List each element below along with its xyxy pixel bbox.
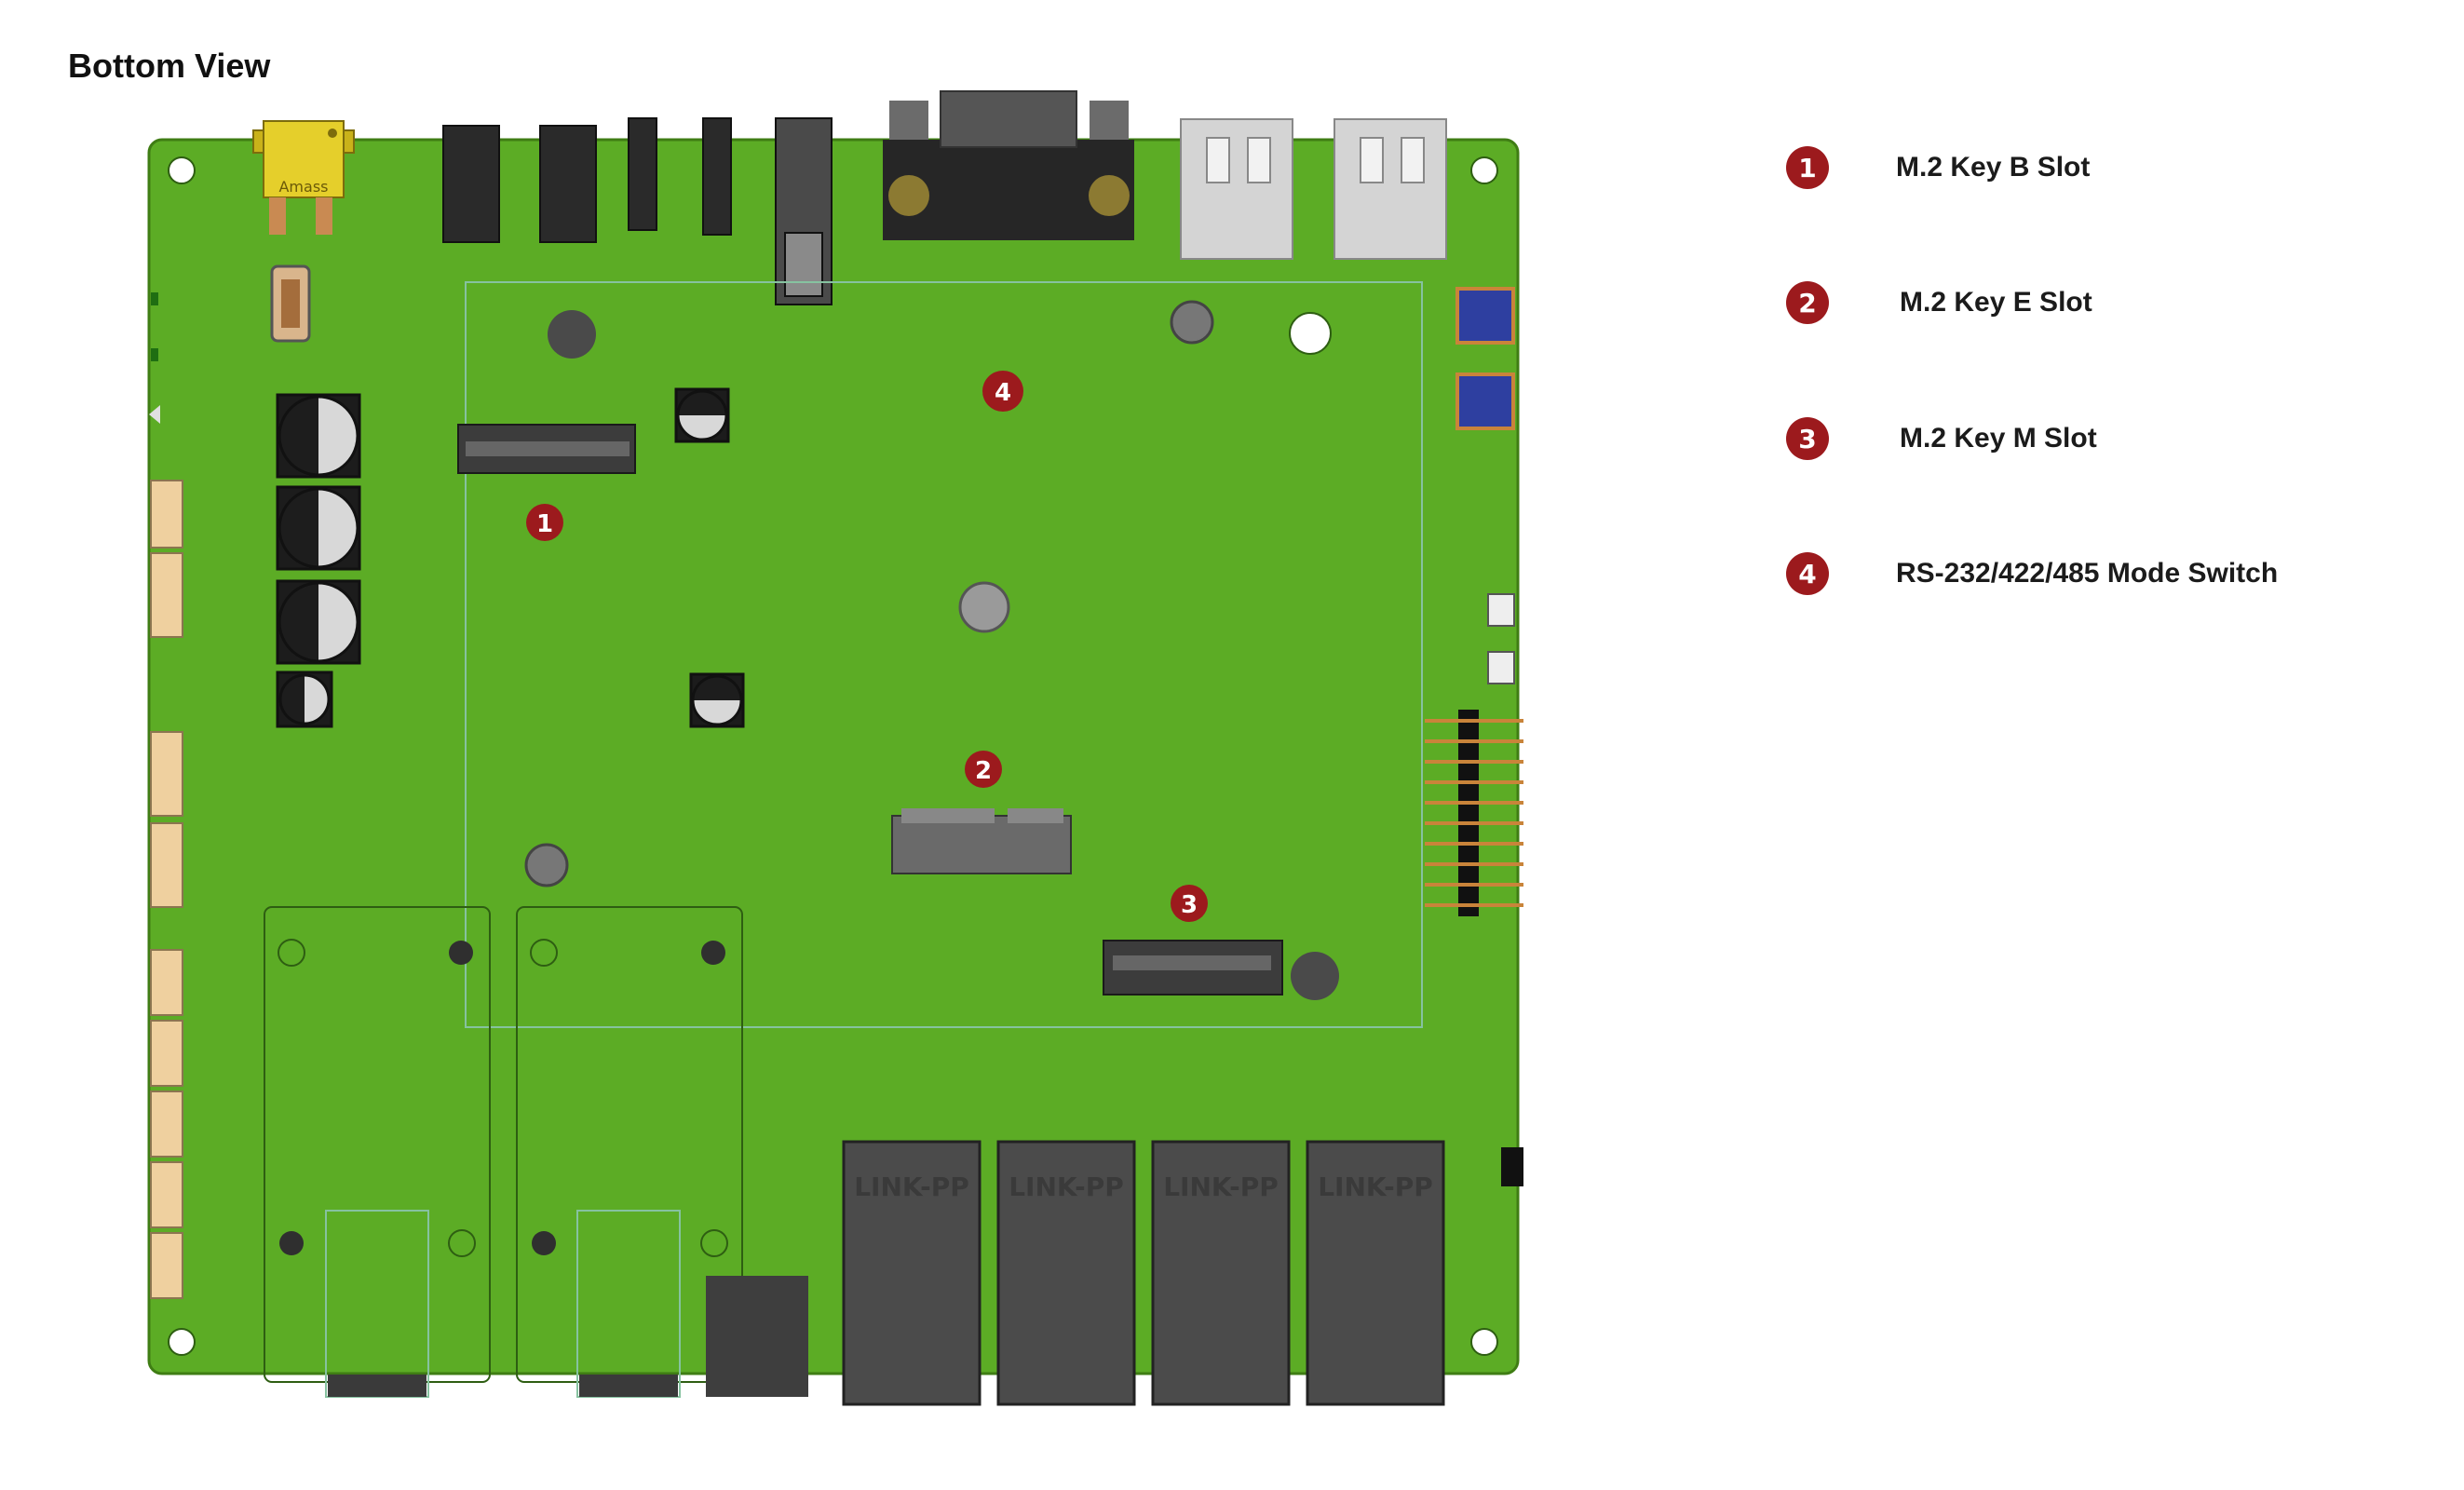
legend-label-4: RS-232/422/485 Mode Switch	[1896, 558, 2279, 589]
dc-jack: Amass	[252, 120, 355, 235]
legend-label-2: M.2 Key E Slot	[1900, 287, 2092, 318]
lower-module-holes	[278, 939, 728, 1257]
lower-usb-ports	[325, 1210, 808, 1398]
legend-badge-4: 4	[1786, 552, 1829, 595]
rj45-brand-label: LINK-PP	[1318, 1172, 1433, 1202]
legend-badge-2: 2	[1786, 281, 1829, 324]
module-outline	[465, 281, 1423, 1028]
pin-header-pins	[1425, 719, 1523, 907]
standoffs	[524, 300, 1339, 1000]
dc-jack-brand: Amass	[278, 178, 328, 196]
m2-key-m-slot	[1103, 940, 1283, 996]
usb-connectors	[1180, 118, 1447, 260]
legend-badge-3: 3	[1786, 417, 1829, 460]
legend-label-1: M.2 Key B Slot	[1896, 152, 2091, 183]
rj45-brand-label: LINK-PP	[1163, 1172, 1279, 1202]
rj45-brand-label: LINK-PP	[1009, 1172, 1124, 1202]
db9-connector	[883, 90, 1134, 240]
audio-jacks	[442, 117, 833, 305]
marker-1: 1	[526, 504, 563, 541]
rj45-jacks: LINK-PP LINK-PP LINK-PP LINK-PP	[842, 1140, 1445, 1406]
m2-key-b-slot	[457, 424, 636, 474]
marker-2: 2	[965, 751, 1002, 788]
marker-3-number: 3	[1181, 891, 1198, 919]
m2-key-e-slot	[891, 808, 1072, 874]
side-connectors	[150, 480, 183, 1299]
marker-4: 4	[982, 371, 1023, 412]
capacitors	[276, 387, 745, 728]
inductor	[270, 264, 311, 343]
marker-4-number: 4	[995, 379, 1011, 407]
rj45-brand-label: LINK-PP	[854, 1172, 969, 1202]
marker-3: 3	[1171, 885, 1208, 922]
legend-badge-1: 1	[1786, 146, 1829, 189]
legend-label-3: M.2 Key M Slot	[1900, 423, 2097, 454]
page-title: Bottom View	[68, 47, 271, 85]
marker-2-number: 2	[975, 757, 992, 785]
mounting-holes	[168, 156, 1498, 1356]
marker-1-number: 1	[536, 510, 553, 538]
